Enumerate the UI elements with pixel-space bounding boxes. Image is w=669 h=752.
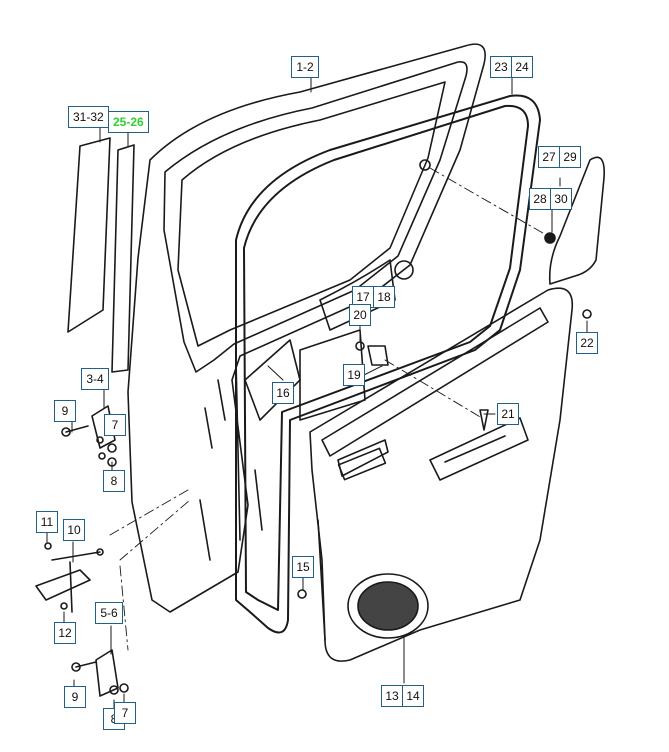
callout-part-number: 13 [381,685,403,707]
callout-part-21[interactable]: 21 [497,403,519,425]
callout-part-22[interactable]: 22 [576,332,598,354]
callout-part-9[interactable]: 9 [54,400,76,422]
callout-part-number: 7 [114,702,136,724]
callout-part-7[interactable]: 7 [114,702,136,724]
callout-part-number: 10 [63,519,85,541]
callout-part-7[interactable]: 7 [104,414,126,436]
callout-part-10[interactable]: 10 [63,519,85,541]
callout-label: 1-2 [291,56,319,78]
callout-part-16[interactable]: 16 [272,382,294,404]
callout-label: 5-6 [95,602,123,624]
upper-hinge [61,405,117,467]
callout-part-19[interactable]: 19 [343,364,365,386]
callout-part-20[interactable]: 20 [349,304,371,326]
callout-part-15[interactable]: 15 [292,556,314,578]
rear-garnish [544,156,606,285]
callout-part-number: 19 [343,364,365,386]
callout-part-3-4[interactable]: 3-4 [81,368,109,390]
door-check [35,542,104,613]
callout-part-12[interactable]: 12 [54,622,76,644]
callout-part-31-32[interactable]: 31-32 [68,106,109,128]
weather-strip [235,94,541,634]
callout-part-number: 20 [349,304,371,326]
fasteners [297,309,592,599]
callout-part-9[interactable]: 9 [64,686,86,708]
callout-part-8[interactable]: 8 [103,470,125,492]
callout-label: 3-4 [81,368,109,390]
callout-part-number: 18 [374,286,395,308]
callout-part-number: 9 [64,686,86,708]
callout-part-1-2[interactable]: 1-2 [291,56,319,78]
callout-part-number: 7 [104,414,126,436]
callout-part-number: 24 [512,56,533,78]
callout-part-11[interactable]: 11 [36,511,58,533]
callout-part-number: 12 [54,622,76,644]
callout-part-number: 15 [292,556,314,578]
callout-part-number: 22 [576,332,598,354]
callout-label: 31-32 [68,106,109,128]
callout-part-number: 17 [352,286,374,308]
callout-part-number: 14 [403,685,424,707]
callout-part-5-6[interactable]: 5-6 [95,602,123,624]
trim-panel [309,287,574,662]
callout-label: 25-26 [108,111,149,133]
callout-part-number: 30 [551,188,572,210]
callout-part-number: 11 [36,511,58,533]
callout-part-number: 21 [497,403,519,425]
glass-channels [67,137,135,373]
callout-part-number: 16 [272,382,294,404]
callout-part-number: 9 [54,400,76,422]
callout-part-number: 29 [560,146,581,168]
callout-part-25-26[interactable]: 25-26 [108,111,149,133]
callout-part-number: 27 [538,146,560,168]
lower-hinge [71,649,129,697]
alignment-lines [109,167,549,651]
callout-part-number: 28 [529,188,551,210]
callout-part-number: 8 [103,470,125,492]
callout-part-number: 23 [490,56,512,78]
